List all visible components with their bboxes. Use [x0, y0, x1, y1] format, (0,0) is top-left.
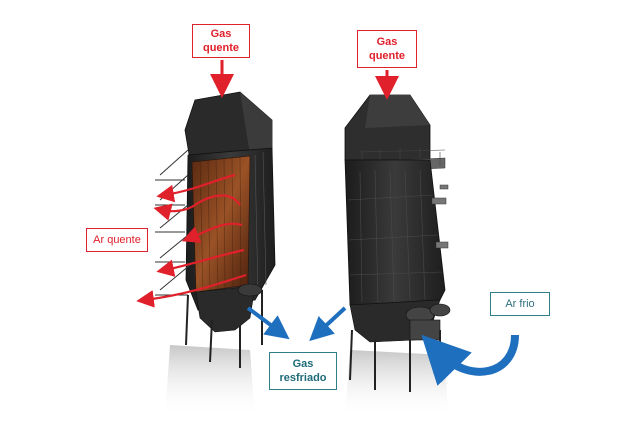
right-tower-reflection — [345, 350, 448, 418]
label-ar-frio: Ar frio — [490, 292, 550, 316]
label-ar-quente: Ar quente — [86, 228, 148, 252]
cooled-gas-arrows — [246, 306, 347, 342]
cold-air-arrow — [421, 334, 519, 386]
label-gas-resfriado: Gas resfriado — [269, 352, 337, 390]
label-gas-quente-left: Gas quente — [192, 24, 250, 58]
left-tower-reflection — [165, 345, 255, 418]
left-preheater-tower — [155, 91, 276, 418]
label-gas-quente-right: Gas quente — [357, 30, 417, 68]
hot-air-flow-arrows — [136, 173, 247, 308]
right-preheater-tower — [344, 94, 451, 418]
